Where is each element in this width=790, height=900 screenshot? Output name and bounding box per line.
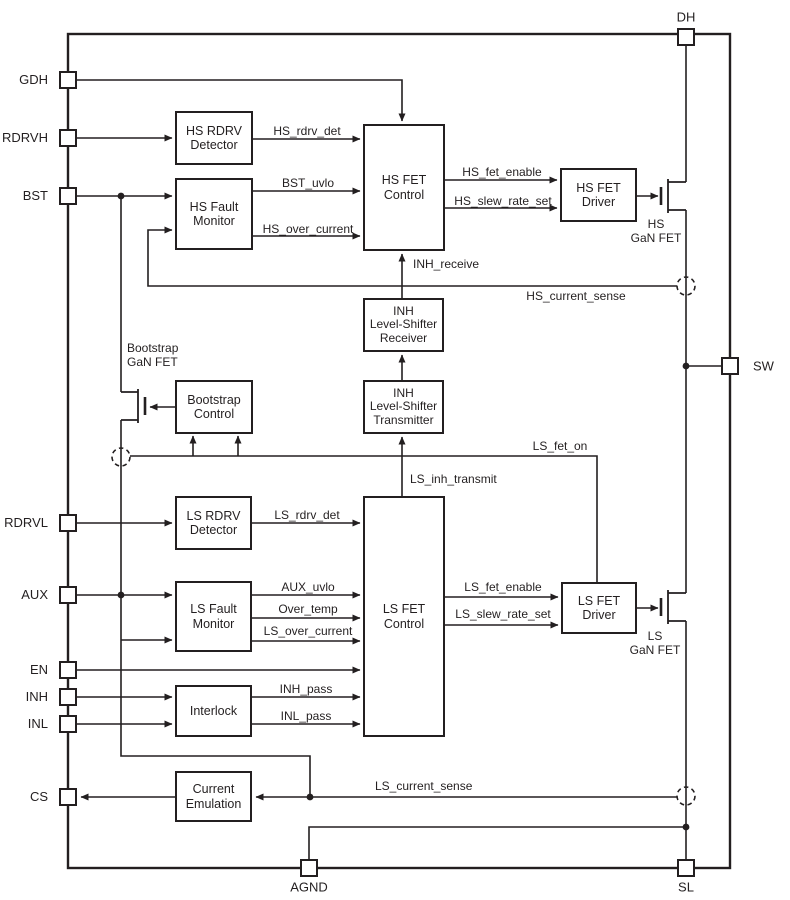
signal-ls-inh-transmit: LS_inh_transmit xyxy=(410,472,497,486)
signal-hs-rdrv-det: HS_rdrv_det xyxy=(273,124,341,138)
pin-label-inh: INH xyxy=(25,689,48,704)
pin-rdrvh xyxy=(59,129,77,147)
pin-inh xyxy=(59,688,77,706)
block-hs-fet-control: HS FET Control xyxy=(363,124,445,251)
pin-label-inl: INL xyxy=(27,716,48,731)
block-interlock: Interlock xyxy=(175,685,252,737)
pin-label-dh: DH xyxy=(676,9,696,25)
pin-sl xyxy=(677,859,695,877)
pin-label-sw: SW xyxy=(753,358,774,374)
signal-ls-rdrv-det: LS_rdrv_det xyxy=(274,508,340,522)
wire-agnd xyxy=(308,826,686,859)
pin-dh xyxy=(677,28,695,46)
pin-agnd xyxy=(300,859,318,877)
signal-hs-current-sense: HS_current_sense xyxy=(526,289,626,303)
signal-aux-uvlo: AUX_uvlo xyxy=(281,580,335,594)
label-ls-gan-fet: LS GaN FET xyxy=(629,629,681,657)
label-hs-gan-fet: HS GaN FET xyxy=(630,217,682,245)
bootstrap-current-source-icon xyxy=(111,447,131,467)
signal-inl-pass: INL_pass xyxy=(280,709,332,723)
block-hs-fault-monitor: HS Fault Monitor xyxy=(175,178,253,250)
pin-label-agnd: AGND xyxy=(290,879,328,895)
wire-hs-current-sense xyxy=(147,226,677,287)
block-ls-rdrv-detector: LS RDRV Detector xyxy=(175,496,252,550)
signal-ls-fet-enable: LS_fet_enable xyxy=(464,580,542,594)
pin-rdrvl xyxy=(59,514,77,532)
wire-bootstrap-to-sense xyxy=(120,420,311,795)
signal-ls-over-current: LS_over_current xyxy=(263,624,353,638)
junction-dots xyxy=(117,192,690,831)
pin-en xyxy=(59,661,77,679)
pin-inl xyxy=(59,715,77,733)
ls-gan-fet-symbol xyxy=(659,590,686,624)
block-bootstrap-control: Bootstrap Control xyxy=(175,380,253,434)
block-ls-fault-monitor: LS Fault Monitor xyxy=(175,581,252,652)
wire-ls-fet-on xyxy=(130,455,598,582)
block-current-emulation: Current Emulation xyxy=(175,771,252,822)
block-ls-fet-driver: LS FET Driver xyxy=(561,582,637,634)
pin-gdh xyxy=(59,71,77,89)
signal-inh-receive: INH_receive xyxy=(413,257,480,271)
hs-current-source-icon xyxy=(676,276,696,296)
pin-bst xyxy=(59,187,77,205)
pin-label-bst: BST xyxy=(22,188,48,203)
signal-hs-slew-rate-set: HS_slew_rate_set xyxy=(454,194,552,208)
pin-sw xyxy=(721,357,739,375)
pin-label-cs: CS xyxy=(29,789,48,804)
pin-cs xyxy=(59,788,77,806)
pin-label-aux: AUX xyxy=(21,587,48,602)
block-hs-rdrv-detector: HS RDRV Detector xyxy=(175,111,253,165)
signal-bst-uvlo: BST_uvlo xyxy=(281,176,335,190)
signal-inh-pass: INH_pass xyxy=(279,682,333,696)
wire-gdh xyxy=(77,79,406,122)
signal-hs-fet-enable: HS_fet_enable xyxy=(462,165,542,179)
pin-label-gdh: GDH xyxy=(19,72,48,87)
label-bootstrap-gan-fet: Bootstrap GaN FET xyxy=(127,341,179,369)
block-inh-level-shifter-receiver: INH Level-Shifter Receiver xyxy=(363,298,444,352)
signal-hs-over-current: HS_over_current xyxy=(262,222,354,236)
block-hs-fet-driver: HS FET Driver xyxy=(560,168,637,222)
block-inh-level-shifter-transmitter: INH Level-Shifter Transmitter xyxy=(363,380,444,434)
pin-label-rdrvl: RDRVL xyxy=(4,515,48,530)
signal-ls-slew-rate-set: LS_slew_rate_set xyxy=(455,607,551,621)
block-ls-fet-control: LS FET Control xyxy=(363,496,445,737)
hs-gan-fet-symbol xyxy=(659,179,686,213)
signal-ls-fet-on: LS_fet_on xyxy=(532,439,588,453)
bootstrap-gan-fet-symbol xyxy=(121,389,147,423)
wires xyxy=(77,46,721,859)
pin-label-sl: SL xyxy=(678,879,694,895)
signal-ls-current-sense: LS_current_sense xyxy=(375,779,473,793)
pin-aux xyxy=(59,586,77,604)
signal-over-temp: Over_temp xyxy=(278,602,338,616)
package-boundary xyxy=(66,32,732,870)
ls-current-source-icon xyxy=(676,786,696,806)
pin-label-rdrvh: RDRVH xyxy=(2,130,48,145)
pin-label-en: EN xyxy=(29,662,48,677)
